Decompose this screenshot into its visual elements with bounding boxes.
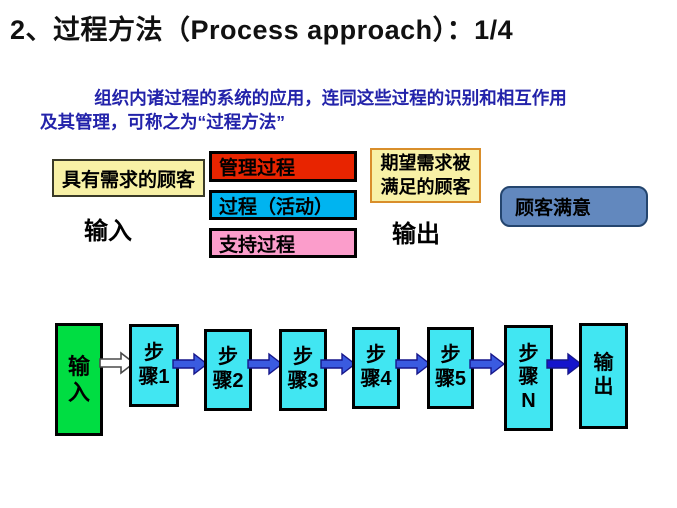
slide-title: 2、过程方法（Process approach）：1/4 (10, 15, 514, 45)
blue-arrow-icon (172, 352, 208, 376)
support-process-box: 支持过程 (209, 228, 357, 258)
intro-paragraph: 组织内诸过程的系统的应用，连同这些过程的识别和相互作用 及其管理，可称之为“过程… (40, 88, 567, 133)
dark-blue-arrow-shape (546, 352, 582, 376)
customer-satisfaction-box: 顾客满意 (500, 186, 648, 227)
satisfied-customer-box: 期望需求被 满足的顾客 (370, 148, 481, 203)
output-label: 输出 (392, 221, 440, 248)
blue-arrow-shape (247, 352, 283, 376)
flow-step-5-box: 步 骤5 (427, 327, 474, 409)
flow-step-n-box: 步 骤 N (504, 325, 553, 431)
blue-arrow-shape (469, 352, 505, 376)
blue-arrow-shape (320, 352, 356, 376)
dark-blue-arrow-icon (546, 352, 582, 376)
flow-step-2-box: 步 骤2 (204, 329, 252, 411)
management-process-box: 管理过程 (209, 151, 357, 182)
blue-arrow-shape (395, 352, 431, 376)
white-arrow-shape (99, 351, 135, 375)
flow-output-box: 输 出 (579, 323, 628, 429)
blue-arrow-shape (172, 352, 208, 376)
white-arrow-icon (99, 351, 135, 375)
customer-with-needs-box: 具有需求的顾客 (52, 159, 205, 197)
process-activity-box: 过程（活动） (209, 190, 357, 220)
blue-arrow-icon (469, 352, 505, 376)
flow-step-4-box: 步 骤4 (352, 327, 400, 409)
blue-arrow-icon (395, 352, 431, 376)
blue-arrow-icon (320, 352, 356, 376)
blue-arrow-icon (247, 352, 283, 376)
input-label: 输入 (84, 218, 132, 245)
flow-input-box: 输 入 (55, 323, 103, 436)
flow-step-3-box: 步 骤3 (279, 329, 327, 411)
